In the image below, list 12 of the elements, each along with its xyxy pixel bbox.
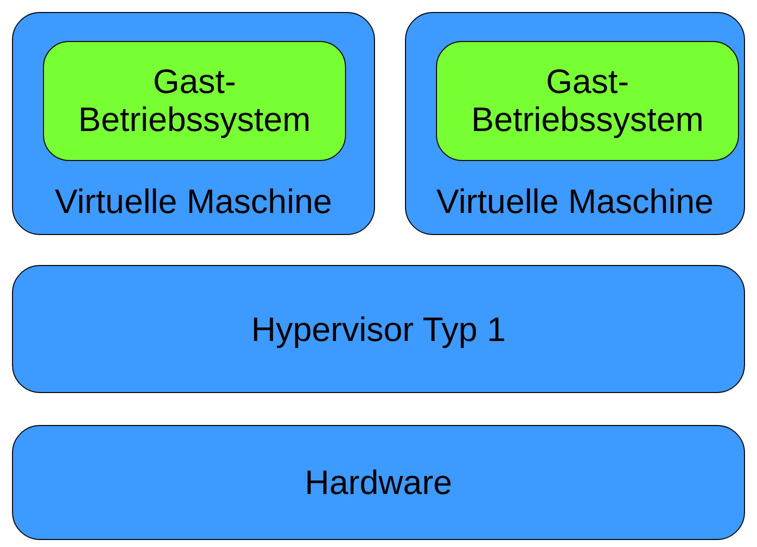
layer-label: Virtuelle Maschine	[54, 183, 334, 221]
box-label: Gast-Betriebssystem	[77, 63, 312, 139]
layer-box	[12, 12, 375, 235]
layer-box	[12, 265, 745, 393]
layer-label: Virtuelle Maschine	[435, 183, 715, 221]
layer-box	[12, 425, 745, 540]
layer-label: Hypervisor Typ 1	[250, 311, 507, 349]
layer-label: Hardware	[304, 464, 454, 502]
layer-box	[405, 12, 745, 235]
guest-os-box	[43, 41, 346, 161]
box-label: Gast-Betriebssystem	[470, 63, 705, 139]
guest-os-box	[436, 41, 739, 161]
